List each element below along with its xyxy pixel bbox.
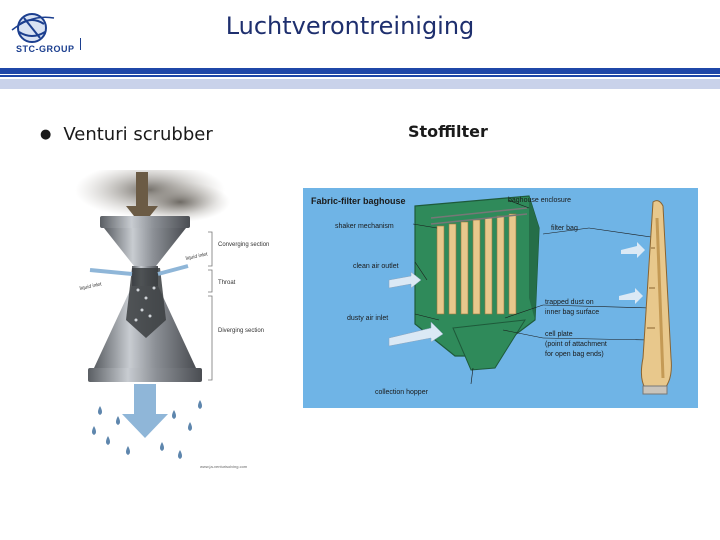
bullet-text: Venturi scrubber — [63, 124, 213, 145]
diagram-title: Fabric-filter baghouse — [311, 196, 406, 206]
logo-text: STC-GROUP — [16, 44, 75, 54]
clean-air-arrow-icon — [388, 271, 422, 289]
liquid-inlet-left — [89, 268, 133, 276]
label-throat: Throat — [218, 280, 236, 286]
logo-divider — [80, 38, 81, 50]
header-band-light — [0, 79, 720, 89]
header-band — [0, 68, 720, 74]
filter-bag-detail — [640, 200, 672, 395]
label-cell-plate-3: for open bag ends) — [545, 351, 604, 358]
figure-credit: www.ja-venturisolving.com — [200, 464, 248, 469]
label-hopper: collection hopper — [375, 389, 429, 396]
outlet-arrow-icon — [134, 384, 156, 414]
stc-group-logo: STC-GROUP — [10, 10, 88, 58]
label-shaker: shaker mechanism — [335, 223, 394, 230]
top-flange — [100, 216, 190, 228]
bracket-diverging — [208, 295, 213, 381]
label-trapped-dust-2: inner bag surface — [545, 309, 599, 316]
water-droplets-icon — [92, 400, 202, 459]
filter-bags — [436, 213, 517, 315]
label-diverging: Diverging section — [218, 328, 264, 334]
label-liquid-inlet-right: liquid inlet — [185, 251, 209, 262]
label-cell-plate-2: (point of attachment — [545, 341, 607, 348]
bullet-dot-icon: ● — [40, 127, 52, 142]
venturi-scrubber-illustration: liquid inlet liquid inlet Converging sec… — [75, 170, 269, 469]
baghouse-illustration: Fabric-filter baghouse baghouse enclosur… — [303, 188, 698, 408]
label-liquid-inlet-left: liquid inlet — [79, 281, 103, 292]
label-cell-plate-1: cell plate — [545, 331, 573, 338]
inlet-arrow-icon — [136, 172, 148, 208]
bracket-converging — [208, 231, 213, 267]
label-dusty-air: dusty air inlet — [347, 315, 388, 322]
label-trapped-dust-1: trapped dust on — [545, 299, 594, 306]
label-converging: Converging section — [218, 242, 269, 248]
bracket-throat — [208, 269, 213, 293]
collection-hopper — [452, 319, 526, 371]
converging-section — [104, 228, 186, 266]
stoffilter-heading: Stoffilter — [408, 122, 488, 141]
globe-logo-icon — [11, 13, 55, 43]
bullet-item: ● Venturi scrubber — [40, 124, 213, 145]
bottom-flange — [88, 368, 202, 382]
liquid-inlet-right — [157, 264, 189, 276]
label-enclosure: baghouse enclosure — [508, 197, 571, 204]
dusty-air-arrow-icon — [388, 321, 444, 347]
header-band-thin — [0, 75, 720, 77]
label-filter-bag: filter bag — [551, 225, 578, 232]
label-clean-air: clean air outlet — [353, 263, 399, 270]
page-title: Luchtverontreiniging — [225, 12, 475, 40]
